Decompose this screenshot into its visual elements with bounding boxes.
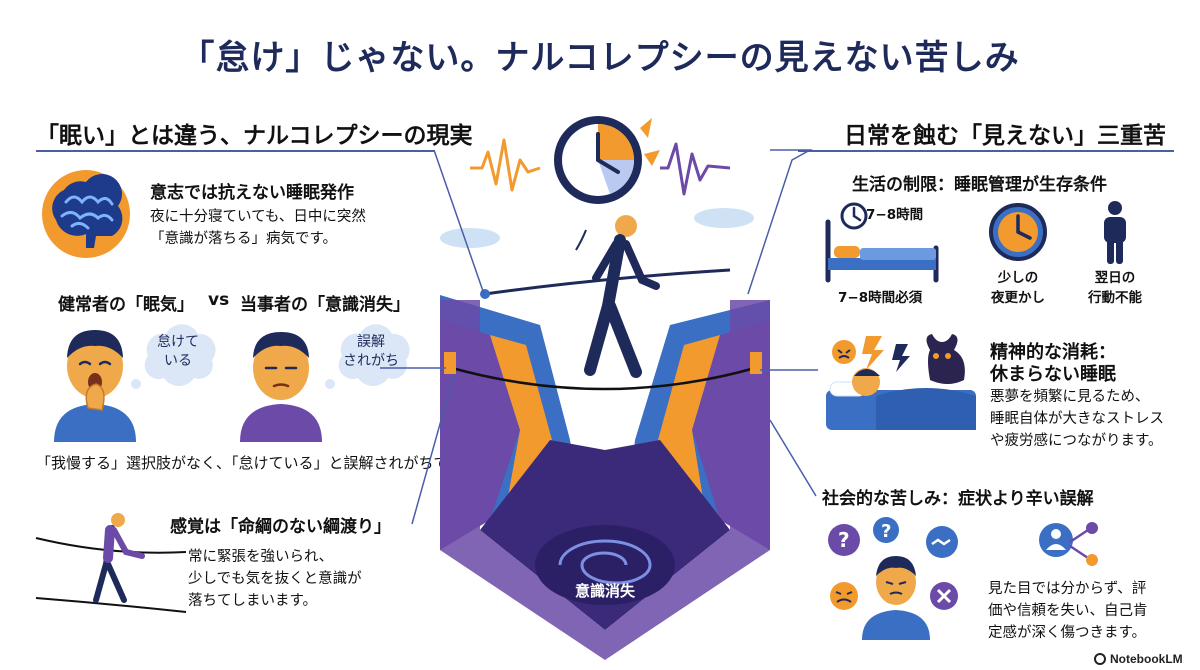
attack-line-2: 「意識が落ちる」病気です。 [150,231,338,247]
late-night-line-1: 少しの [997,270,1039,286]
wall-clock-icon [989,203,1047,261]
unconscious-person-icon [240,332,322,442]
standing-person-icon [1104,201,1126,264]
late-night-line-2: 夜更かし [991,290,1045,306]
tightrope-walker-icon [35,513,187,613]
bubble-b-line-2: されがち [343,353,399,369]
yawning-person-icon [54,330,136,442]
attack-heading: 意志では抗えない睡眠発作 [150,183,354,203]
bed-icon [825,202,939,283]
tightrope-line-2: 少しでも気を抜くと意識が [188,571,362,587]
network-icon [1039,522,1098,566]
brand-label: NotebookLM [1110,652,1183,666]
next-day-line-2: 行動不能 [1088,290,1142,306]
mental-line-1: 悪夢を頻繁に見るため、 [990,389,1150,405]
compare-caption: 「我慢する」選択肢がなく、「怠けている」と誤解されがちです。 [36,454,478,472]
svg-text:?: ? [881,521,891,542]
mental-heading-2: 休まらない睡眠 [990,364,1116,385]
bed-caption: 7−8時間必須 [838,290,923,306]
central-illustration [440,116,770,660]
svg-text:?: ? [838,528,850,552]
bubble-b-line-1: 誤解 [357,334,385,350]
compare-heading-healthy: 健常者の「眠気」 [58,295,194,315]
social-line-3: 定感が深く傷つきます。 [988,625,1147,641]
mental-line-3: や疲労感につながります。 [990,433,1163,449]
social-heading: 社会的な苦しみ：症状より辛い誤解 [822,489,1094,509]
tightrope-heading: 感覚は「命綱のない綱渡り」 [170,517,391,537]
attack-line-1: 夜に十分寝ていても、日中に突然 [150,209,366,225]
clock-duration-label: 7−8時間 [866,207,924,223]
nightmare-icon [826,334,976,430]
mental-heading-1: 精神的な消耗： [990,342,1116,363]
social-line-2: 価や信頼を失い、自己肯 [988,603,1148,619]
brain-icon [42,170,130,258]
social-misunderstanding-icon: ? ? [828,517,958,640]
next-day-line-1: 翌日の [1094,270,1136,286]
compare-heading-patient: 当事者の「意識消失」 [240,295,410,315]
right-divider [798,150,1174,152]
bubble-a-line-1: 怠けて [157,334,199,350]
tightrope-line-3: 落ちてしまいます。 [188,593,318,609]
thought-bubble-b [325,324,410,389]
left-section-header: 「眠い」とは違う、ナルコレプシーの現実 [36,123,473,149]
bubble-a-line-2: いる [164,353,192,369]
life-heading: 生活の制限：睡眠管理が生存条件 [852,175,1107,195]
left-divider [36,150,434,152]
page-title: 「怠け」じゃない。ナルコレプシーの見えない苦しみ [180,38,1020,78]
notebooklm-logo-icon [1094,653,1106,665]
compare-vs: vs [208,290,230,310]
social-line-1: 見た目では分からず、評 [988,581,1147,597]
mental-line-2: 睡眠自体が大きなストレス [990,411,1164,427]
tightrope-line-1: 常に緊張を強いられ、 [188,549,334,565]
abyss-label: 意識消失 [574,582,635,600]
thought-bubble-a [131,324,216,389]
right-section-header: 日常を蝕む「見えない」三重苦 [844,123,1166,149]
